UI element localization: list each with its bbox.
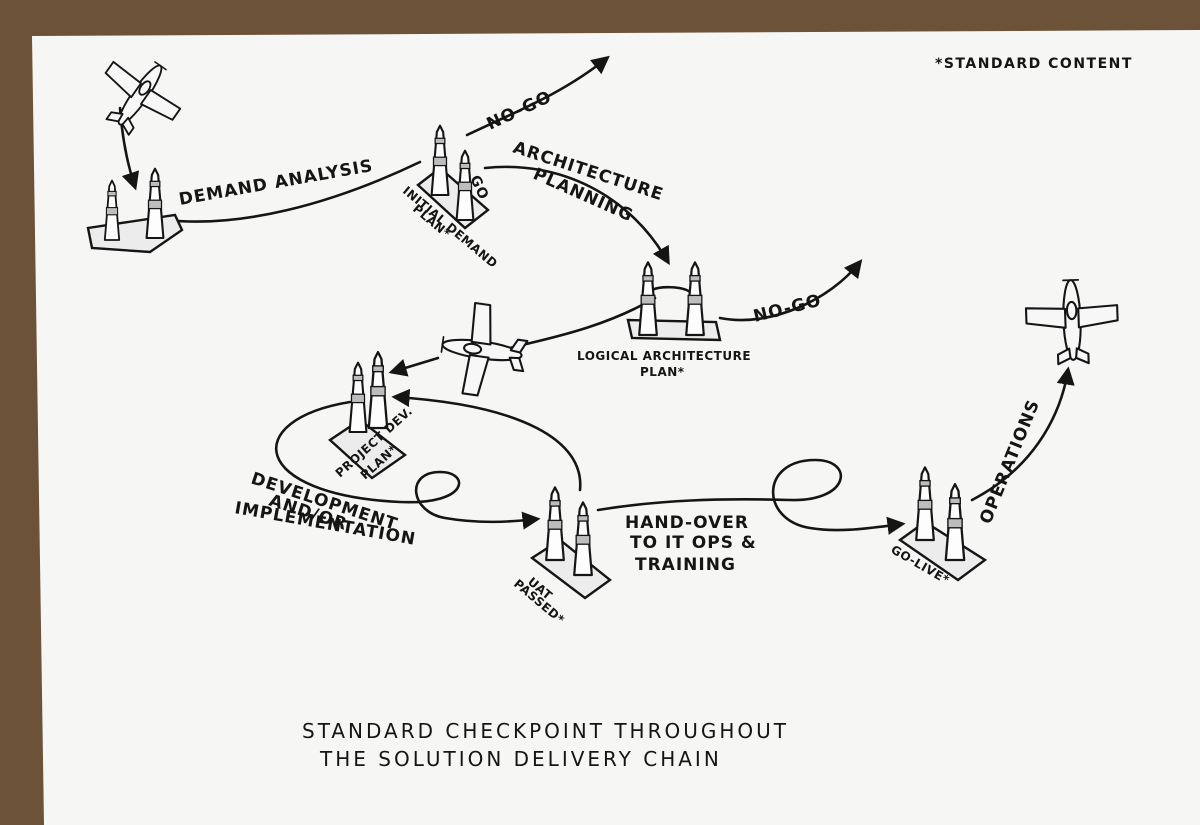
caption-line1: STANDARD CHECKPOINT THROUGHOUT — [302, 719, 789, 743]
checkpoint-logical-label-line2: PLAN* — [640, 365, 685, 379]
caption-line2: THE SOLUTION DELIVERY CHAIN — [319, 747, 722, 771]
step-handover-line3: TRAINING — [635, 555, 736, 575]
checkpoint-logical-label-line1: LOGICAL ARCHITECTURE — [577, 349, 751, 363]
checkpoint-initial-demand — [416, 124, 490, 230]
checkpoint-uat — [529, 486, 612, 600]
step-handover-line2: TO IT OPS & — [630, 533, 757, 553]
start-pylon-pair — [86, 167, 184, 254]
checkpoint-go-live — [897, 466, 988, 582]
standard-content-note: *STANDARD CONTENT — [935, 56, 1133, 72]
paper-sheet — [32, 30, 1200, 825]
checkpoint-logical-architecture — [626, 261, 722, 342]
checkpoint-project-dev — [328, 350, 408, 480]
flight-path — [118, 55, 1075, 535]
step-handover-line1: HAND-OVER — [625, 513, 749, 533]
